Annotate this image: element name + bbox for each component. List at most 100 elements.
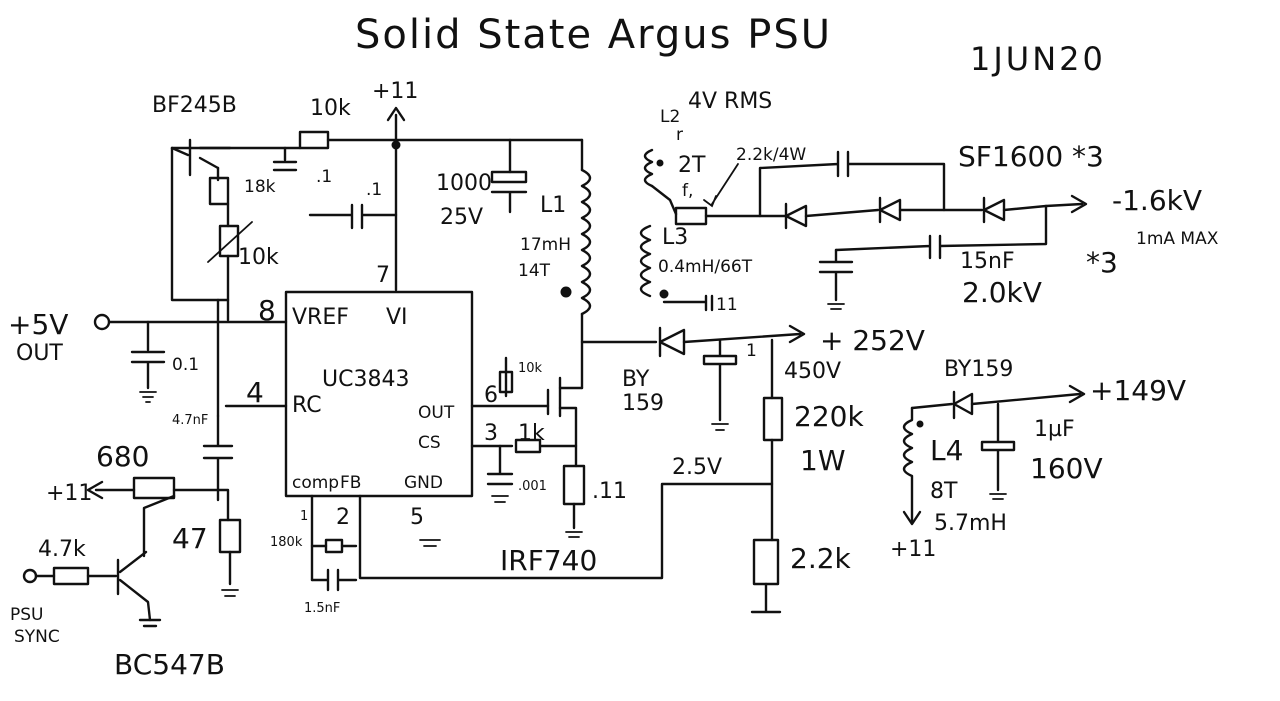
vref-label: VREF — [292, 305, 349, 330]
plus5v-label: +5V — [8, 308, 68, 341]
r10k-top-label: 10k — [310, 96, 351, 121]
c15n-v-label: 2.0kV — [962, 276, 1042, 309]
sf1600-label: SF1600 *3 — [958, 140, 1104, 173]
sync-label: SYNC — [14, 627, 60, 647]
r1w-label: 1W — [800, 444, 846, 477]
r47-label: 47 — [172, 522, 208, 555]
out-label: OUT — [16, 341, 63, 366]
v25-fb-label: 2.5V — [672, 455, 722, 480]
resistor-18k — [208, 176, 230, 206]
pin3-label: 3 — [484, 421, 498, 446]
r2-2k-label: 2.2k — [790, 542, 852, 575]
plus11-left-label: +11 — [46, 481, 92, 506]
ma-label: 1mA MAX — [1136, 229, 1219, 249]
pot10k-label: 10k — [238, 245, 279, 270]
r18k-label: 18k — [244, 177, 276, 197]
gnd-label: GND — [404, 473, 443, 493]
cap-1000uf — [490, 138, 528, 214]
plus11-l4-label: +11 — [890, 537, 936, 562]
c47n-label: 4.7nF — [172, 413, 208, 428]
cs-label: CS — [418, 433, 441, 453]
psu-label: PSU — [10, 605, 44, 625]
resistor-10k-top — [298, 130, 330, 150]
pin5-label: 5 — [410, 505, 424, 530]
irf740-label: IRF740 — [500, 544, 597, 577]
ic-label: UC3843 — [322, 367, 409, 392]
ic-uc3843 — [284, 290, 474, 498]
hv-multiplier — [704, 150, 1088, 302]
resistor-2k2-4w — [674, 206, 708, 226]
by159a-label: BY — [622, 367, 650, 392]
pin6-label: 6 — [484, 383, 498, 408]
cap-01-a — [272, 146, 298, 172]
comp-network — [310, 494, 358, 592]
c15n-label: 15nF — [960, 249, 1015, 274]
plus149-rail — [902, 384, 1086, 526]
l1-turns-label: 14T — [518, 261, 551, 281]
c1000-label: 1000 — [436, 171, 492, 196]
plus252-label: + 252V — [820, 324, 925, 357]
ground-symbols — [139, 303, 1007, 597]
plus149-label: +149V — [1090, 374, 1186, 407]
neg-hv-label: -1.6kV — [1112, 184, 1202, 217]
plus252-rail — [358, 324, 806, 614]
jfet-bf245b — [170, 138, 232, 302]
top-rail — [170, 106, 584, 150]
l4-ind-label: 5.7mH — [934, 511, 1007, 536]
l1-label: L1 — [540, 193, 566, 218]
r22k-label: 2.2k/4W — [736, 145, 806, 165]
pin7-label: 7 — [376, 263, 390, 288]
inductor-l1 — [560, 138, 592, 390]
v450-label: 450V — [784, 359, 841, 384]
l4-label: L4 — [930, 434, 963, 467]
pin1-label: 1 — [300, 509, 308, 524]
inductor-l2 — [643, 148, 678, 216]
c160-label: 160V — [1030, 452, 1103, 485]
bf245b-label: BF245B — [152, 93, 237, 118]
l3-ind-label: 0.4mH/66T — [658, 257, 753, 277]
l2-turns-label: 2T — [678, 153, 706, 178]
c01b-label: .1 — [366, 180, 382, 200]
l1-ind-label: 17mH — [520, 235, 571, 255]
r1k-label: 1k — [518, 421, 545, 446]
vi-label: VI — [386, 305, 408, 330]
r680-label: 680 — [96, 440, 149, 473]
fb-label: FB — [340, 473, 361, 493]
plus5v-output — [93, 298, 288, 502]
pot-10k — [218, 224, 240, 258]
rc-label: RC — [292, 393, 322, 418]
l2-label: L2 — [660, 107, 680, 127]
l3-label: L3 — [662, 225, 688, 250]
r4-7k-label: 4.7k — [38, 537, 86, 562]
pin2-label: 2 — [336, 505, 350, 530]
c1-252-label: 1 — [746, 341, 757, 361]
c01-5v-label: 0.1 — [172, 355, 199, 375]
l2-r-label: r — [676, 125, 683, 145]
r10k-gate-label: 10k — [518, 361, 543, 376]
c01a-label: .1 — [316, 167, 332, 187]
by159a-label2: 159 — [622, 391, 664, 416]
r220k-label: 220k — [794, 400, 864, 433]
c1uf-label: 1µF — [1034, 417, 1075, 442]
plus11-top-label: +11 — [372, 79, 418, 104]
r011-label: .11 — [592, 479, 627, 504]
c001-label: .001 — [518, 479, 547, 494]
c1000-v-label: 25V — [440, 205, 483, 230]
by159b-label: BY159 — [944, 357, 1013, 382]
c15n-mult-label: *3 — [1086, 246, 1118, 279]
bc547b-label: BC547B — [114, 648, 225, 681]
l2-f-label: f, — [682, 181, 693, 201]
l2-v-label: 4V RMS — [688, 89, 772, 114]
r180k-label: 180k — [270, 535, 303, 550]
pin8-label: 8 — [258, 294, 276, 327]
comp-label: comp — [292, 473, 339, 493]
l4-turns-label: 8T — [930, 479, 958, 504]
pin4-label: 4 — [246, 376, 264, 409]
sync-circuit — [22, 476, 242, 628]
schematic-title: Solid State Argus PSU — [355, 12, 832, 58]
inductor-l3 — [639, 224, 714, 312]
out-pin-label: OUT — [418, 403, 455, 423]
mosfet-irf740 — [470, 356, 586, 530]
l3-c-label: 11 — [716, 295, 738, 315]
